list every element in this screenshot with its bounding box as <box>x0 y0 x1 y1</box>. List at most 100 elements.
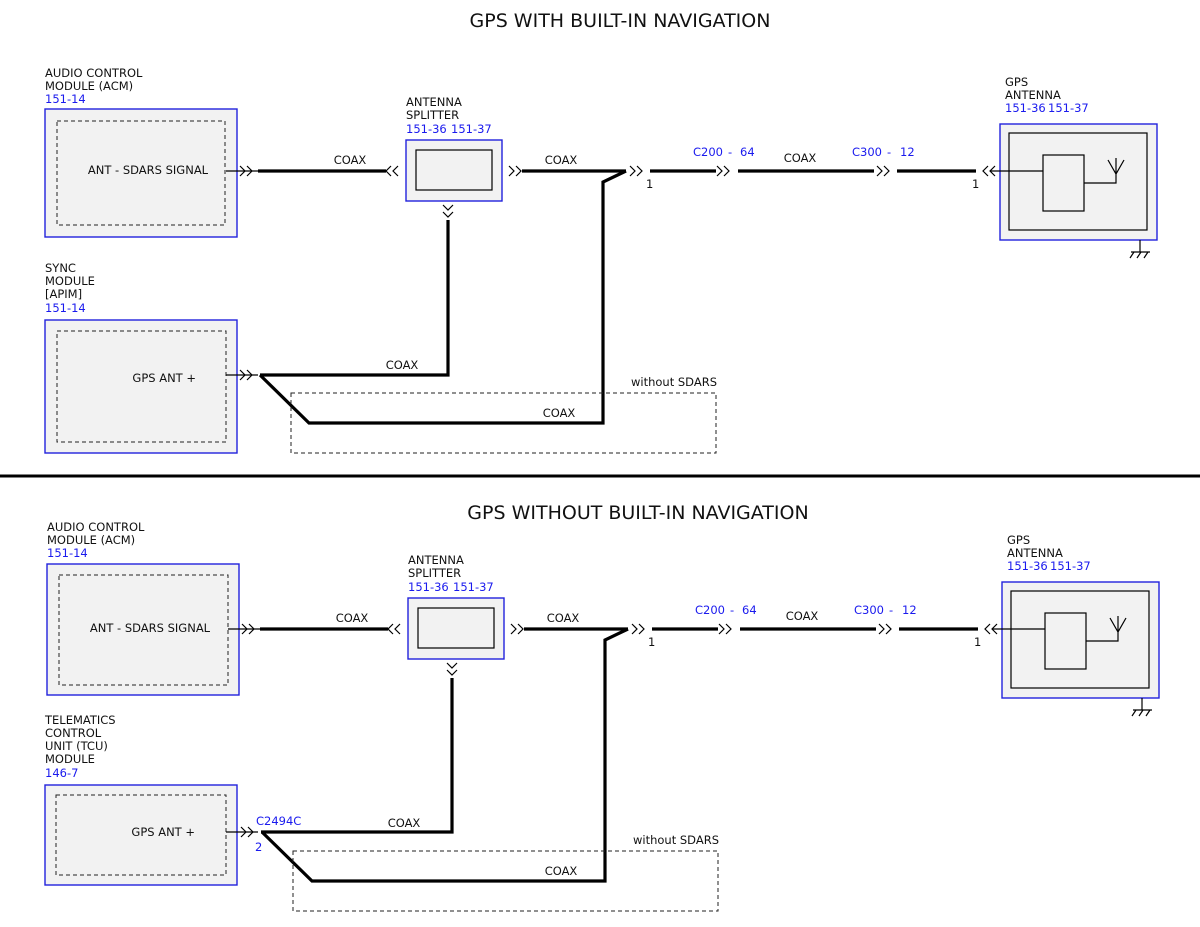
top-without-sdars-box <box>290 392 717 454</box>
top-coax-label-2: COAX <box>545 153 578 167</box>
top-acm-label-line1: AUDIO CONTROL <box>45 66 143 80</box>
bottom-conn-c200 <box>718 623 732 635</box>
bottom-title: GPS WITHOUT BUILT-IN NAVIGATION <box>467 502 808 524</box>
top-c300-pin: 12 <box>900 145 915 159</box>
bottom-c2494c-label: C2494C <box>256 814 301 828</box>
bottom-coax-label-2: COAX <box>547 611 580 625</box>
top-splitter-inner <box>415 149 493 191</box>
top-splitter-label-line1: ANTENNA <box>406 95 462 109</box>
bottom-splitter-label-line2: SPLITTER <box>408 566 461 580</box>
top-gps-ref1: 151-36 <box>1005 101 1046 115</box>
top-sync-label-line1: SYNC <box>45 261 76 275</box>
bottom-tcu-label-line1: TELEMATICS <box>44 713 116 727</box>
bottom-wire-splitter-tcu <box>261 678 454 834</box>
top-pin1-antenna: 1 <box>972 177 979 191</box>
bottom-conn-splitter-down <box>446 662 458 676</box>
bottom-coax-label-3: COAX <box>786 609 819 623</box>
top-wire-without-sdars <box>258 169 627 425</box>
top-splitter-label-line2: SPLITTER <box>406 108 459 122</box>
bottom-c300-pin: 12 <box>902 603 917 617</box>
top-gps-label-line1: GPS <box>1005 75 1028 89</box>
top-sync-box <box>44 319 238 454</box>
top-sync-inner <box>56 330 227 443</box>
bottom-gps-inner <box>1010 590 1150 689</box>
bottom-pin1-junction: 1 <box>648 635 655 649</box>
bottom-acm-ref: 151-14 <box>47 546 88 560</box>
top-pin1-junction: 1 <box>646 177 653 191</box>
bottom-conn-splitter-out <box>510 623 524 635</box>
bottom-tcu-signal: GPS ANT + <box>131 825 195 839</box>
bottom-section: GPS WITHOUT BUILT-IN NAVIGATION AUDIO CO… <box>44 502 1160 912</box>
top-ground-icon <box>1129 240 1150 259</box>
bottom-tcu-label-line3: UNIT (TCU) <box>45 739 108 753</box>
bottom-tcu-label-line2: CONTROL <box>45 726 102 740</box>
top-gps-antenna: GPS ANTENNA 151-36 151-37 <box>990 75 1158 259</box>
bottom-wires: without SDARS <box>226 627 978 912</box>
bottom-conn-antenna <box>984 623 998 635</box>
bottom-splitter-ref2: 151-37 <box>453 580 494 594</box>
top-splitter-ref1: 151-36 <box>406 122 447 136</box>
bottom-acm-label-line1: AUDIO CONTROL <box>47 520 145 534</box>
bottom-tcu-ref: 146-7 <box>45 766 78 780</box>
bottom-connectors <box>240 623 998 838</box>
top-acm-box <box>44 108 238 238</box>
bottom-acm-box <box>46 563 240 696</box>
bottom-conn-junction <box>631 623 645 635</box>
top-sync-label-line3: [APIM] <box>45 287 82 301</box>
bottom-c200-pin: 64 <box>742 603 757 617</box>
bottom-conn-tcu <box>240 826 254 838</box>
bottom-ground-icon <box>1131 698 1152 717</box>
bottom-tcu-box <box>44 784 238 886</box>
bottom-wire-without-sdars <box>260 627 629 883</box>
bottom-gps-ref2: 151-37 <box>1050 559 1091 573</box>
top-coax-label-4: COAX <box>386 358 419 372</box>
top-acm-ref: 151-14 <box>45 92 86 106</box>
bottom-coax-label-4: COAX <box>388 816 421 830</box>
top-splitter-ref2: 151-37 <box>451 122 492 136</box>
top-acm-label-line2: MODULE (ACM) <box>45 79 133 93</box>
bottom-acm-inner <box>58 574 229 686</box>
top-gps-ref2: 151-37 <box>1048 101 1089 115</box>
top-conn-junction <box>629 165 643 177</box>
top-conn-acm <box>239 165 253 177</box>
top-wires: without SDARS <box>226 169 976 454</box>
top-coax-label-3: COAX <box>784 151 817 165</box>
top-sync-module: SYNC MODULE [APIM] 151-14 GPS ANT + <box>44 261 238 454</box>
bottom-antenna-splitter: ANTENNA SPLITTER 151-36 151-37 <box>407 553 505 660</box>
top-section: GPS WITH BUILT-IN NAVIGATION AUDIO CONTR… <box>44 10 1158 454</box>
bottom-c2494c-pin: 2 <box>255 840 262 854</box>
top-sync-signal: GPS ANT + <box>132 371 196 385</box>
bottom-acm-label-line2: MODULE (ACM) <box>47 533 135 547</box>
bottom-without-sdars-box <box>292 850 719 912</box>
top-acm-module: AUDIO CONTROL MODULE (ACM) 151-14 ANT - … <box>44 66 238 238</box>
bottom-c200-label: C200 <box>695 603 725 617</box>
top-coax-label-5: COAX <box>543 406 576 420</box>
top-conn-splitter-in <box>385 165 399 177</box>
top-acm-inner <box>56 120 226 226</box>
bottom-gps-ref1: 151-36 <box>1007 559 1048 573</box>
top-conn-splitter-out <box>508 165 522 177</box>
bottom-conn-splitter-in <box>387 623 401 635</box>
bottom-c300-label: C300 <box>854 603 884 617</box>
bottom-without-sdars-label: without SDARS <box>633 833 719 847</box>
top-connectors <box>239 165 996 381</box>
top-coax-label-1: COAX <box>334 153 367 167</box>
bottom-tcu-label-line4: MODULE <box>45 752 95 766</box>
bottom-c300-dash: - <box>889 603 893 617</box>
bottom-splitter-label-line1: ANTENNA <box>408 553 464 567</box>
top-sync-label-line2: MODULE <box>45 274 95 288</box>
top-acm-signal: ANT - SDARS SIGNAL <box>88 163 209 177</box>
bottom-conn-acm <box>241 623 255 635</box>
top-conn-antenna <box>982 165 996 177</box>
top-sync-ref: 151-14 <box>45 301 86 315</box>
top-antenna-icon <box>990 158 1125 184</box>
bottom-tcu-module: TELEMATICS CONTROL UNIT (TCU) MODULE 146… <box>44 713 238 886</box>
top-conn-c300 <box>876 165 890 177</box>
bottom-coax-label-5: COAX <box>545 864 578 878</box>
top-gps-receiver <box>1042 154 1085 212</box>
top-conn-splitter-down <box>442 204 454 218</box>
top-antenna-splitter: ANTENNA SPLITTER 151-36 151-37 <box>405 95 503 202</box>
top-c300-label: C300 <box>852 145 882 159</box>
bottom-gps-receiver <box>1044 612 1087 670</box>
